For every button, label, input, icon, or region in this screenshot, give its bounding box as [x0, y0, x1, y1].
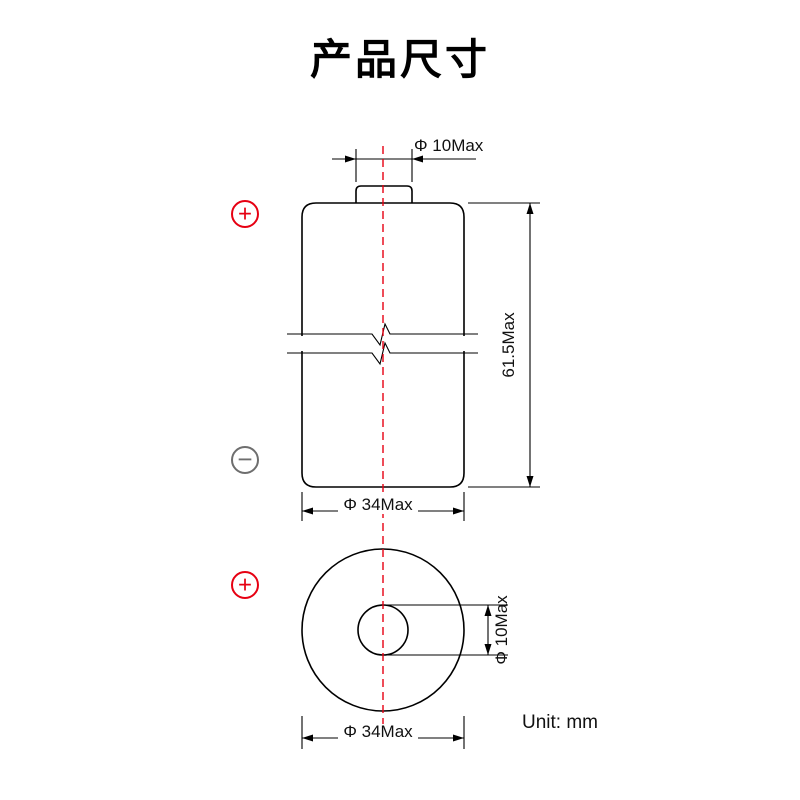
positive-terminal-icon-top-view: +: [231, 571, 259, 599]
height-dimension: [468, 202, 540, 488]
negative-symbol: −: [237, 444, 252, 474]
positive-symbol: +: [238, 201, 252, 228]
battery-body-outline: [301, 202, 465, 488]
unit-label: Unit: mm: [522, 712, 598, 733]
label-mask: [338, 497, 418, 514]
body-diameter-label-top-view: Φ 34Max: [343, 722, 413, 741]
arrowhead-right-icon: [345, 155, 356, 163]
arrowhead-right-icon: [453, 734, 464, 742]
cap-diameter-label-top-view: Φ 10Max: [492, 595, 511, 665]
arrowhead-down-icon: [526, 476, 534, 487]
height-label: 61.5Max: [499, 312, 518, 378]
cap-diameter-dimension-top-view: [386, 604, 508, 656]
negative-terminal-icon: −: [231, 444, 259, 474]
label-mask: [338, 724, 418, 741]
battery-side-view: [282, 185, 486, 488]
cap-diameter-dimension: [332, 149, 476, 182]
cap-diameter-label: Φ 10Max: [414, 136, 484, 155]
arrowhead-down-icon: [484, 644, 492, 655]
body-diameter-dimension-top-view: [301, 716, 465, 749]
arrowhead-up-icon: [484, 605, 492, 616]
body-diameter-label-side: Φ 34Max: [343, 495, 413, 514]
arrowhead-up-icon: [526, 203, 534, 214]
page-title: 产品尺寸: [310, 36, 490, 83]
positive-symbol: +: [238, 572, 252, 599]
positive-terminal-icon: +: [231, 200, 259, 228]
break-band-mask: [282, 336, 486, 351]
arrowhead-left-icon: [302, 507, 313, 515]
arrowhead-left-icon: [302, 734, 313, 742]
break-line-bottom: [287, 341, 478, 366]
arrowhead-left-icon: [412, 155, 423, 163]
arrowhead-right-icon: [453, 507, 464, 515]
battery-cap-outline: [355, 185, 413, 203]
